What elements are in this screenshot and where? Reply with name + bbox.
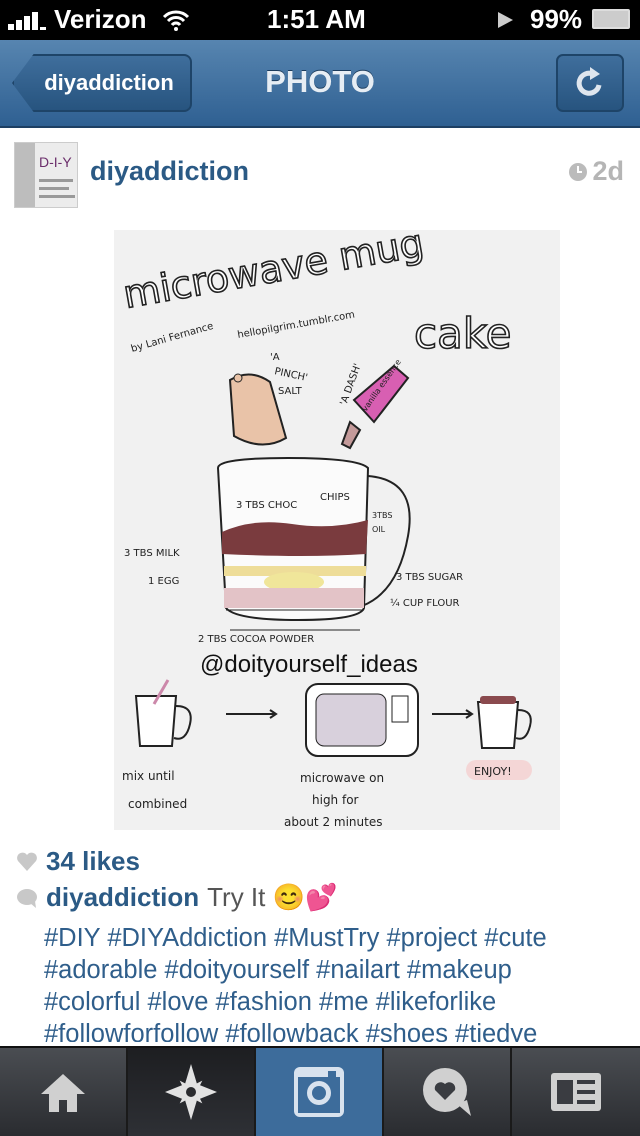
arrow-icon: [226, 709, 278, 719]
svg-text:microwave mug: microwave mug: [120, 230, 427, 317]
microwave: [305, 683, 419, 757]
hashtag-line[interactable]: #DIY #DIYAddiction #MustTry #project #cu…: [44, 924, 547, 952]
watermark: @doityourself_ideas: [200, 651, 418, 678]
big-mug: [216, 456, 411, 631]
avatar[interactable]: D-I-Y: [14, 142, 78, 208]
signal-icon: [8, 12, 46, 30]
svg-text:high for: high for: [312, 793, 359, 807]
svg-text:ENJOY!: ENJOY!: [474, 765, 512, 778]
tab-camera[interactable]: [256, 1048, 384, 1136]
salt-label: 'A PINCH' SALT: [270, 352, 309, 397]
status-bar: Verizon 1:51 AM 99%: [0, 0, 640, 40]
avatar-image: D-I-Y: [15, 143, 77, 207]
svg-text:3 TBS CHOC: 3 TBS CHOC: [236, 500, 297, 511]
profile-card-icon: [551, 1073, 601, 1111]
camera-icon: [294, 1067, 344, 1117]
hashtag-line[interactable]: #adorable #doityourself #nailart #makeup: [44, 956, 512, 984]
svg-text:2 TBS COCOA POWDER: 2 TBS COCOA POWDER: [198, 634, 314, 645]
heart-icon: [17, 852, 37, 871]
wifi-icon: [162, 10, 190, 31]
explore-star-icon: [165, 1064, 217, 1120]
tab-home[interactable]: [0, 1048, 128, 1136]
caption-text: Try It 😊💕: [207, 882, 338, 912]
ingredient-labels: 3 TBS CHOC CHIPS 3TBS OIL 3 TBS MILK 1 E…: [124, 492, 463, 645]
caption-row: diyaddiction Try It 😊💕: [16, 882, 337, 913]
post-age: 2d: [568, 156, 624, 187]
location-icon: [498, 12, 513, 28]
battery-percent: 99%: [530, 4, 583, 34]
tab-news[interactable]: [384, 1048, 512, 1136]
svg-text:by Lani Fernance: by Lani Fernance: [130, 321, 215, 355]
refresh-icon: [576, 67, 602, 96]
hashtags: #DIY #DIYAddiction #MustTry #project #cu…: [44, 922, 634, 1042]
svg-text:3 TBS MILK: 3 TBS MILK: [124, 548, 180, 559]
post-username[interactable]: diyaddiction: [90, 156, 250, 186]
tab-profile[interactable]: [512, 1048, 640, 1136]
tab-explore[interactable]: [128, 1048, 256, 1136]
svg-text:3TBS: 3TBS: [372, 511, 392, 520]
svg-text:3 TBS SUGAR: 3 TBS SUGAR: [396, 572, 463, 583]
arrow-icon: [432, 709, 474, 719]
svg-text:1 EGG: 1 EGG: [148, 576, 179, 587]
svg-text:about 2 minutes: about 2 minutes: [284, 815, 382, 829]
svg-text:cake: cake: [414, 309, 512, 358]
step-cake-mug: [476, 696, 532, 749]
page-title: PHOTO: [265, 64, 375, 99]
caption-username[interactable]: diyaddiction: [46, 882, 200, 912]
svg-text:¼ CUP FLOUR: ¼ CUP FLOUR: [390, 597, 460, 609]
svg-text:CHIPS: CHIPS: [320, 492, 350, 503]
salt-shaker: [228, 373, 288, 446]
back-button[interactable]: diyaddiction: [12, 54, 192, 112]
svg-text:mix until: mix until: [122, 769, 175, 783]
svg-text:microwave on: microwave on: [300, 771, 384, 785]
svg-text:combined: combined: [128, 797, 187, 811]
refresh-button[interactable]: [556, 54, 624, 112]
likes-count[interactable]: 34 likes: [46, 846, 140, 876]
clock-icon: [569, 162, 588, 181]
likes-row[interactable]: 34 likes: [16, 846, 140, 877]
svg-text:PINCH': PINCH': [273, 366, 308, 384]
hashtag-line[interactable]: #followforfollow #followback #shoes #tie…: [44, 1020, 538, 1042]
illustration-title: microwave mug cake by Lani Fernance hell…: [119, 220, 512, 359]
carrier: Verizon: [54, 4, 147, 34]
step-labels: mix until combined microwave on high for…: [122, 760, 532, 829]
svg-text:hellopilgrim.tumblr.com: hellopilgrim.tumblr.com: [237, 309, 356, 341]
svg-text:'A: 'A: [270, 352, 280, 363]
nav-bar: diyaddiction PHOTO: [0, 40, 640, 128]
svg-text:OIL: OIL: [372, 525, 386, 534]
tab-bar: [0, 1046, 640, 1136]
svg-text:D-I-Y: D-I-Y: [39, 154, 72, 170]
heart-bubble-icon: [423, 1068, 471, 1116]
battery-icon: [592, 9, 630, 29]
recipe-illustration: microwave mug cake by Lani Fernance hell…: [119, 220, 532, 829]
home-icon: [41, 1074, 85, 1112]
post-photo[interactable]: microwave mug cake by Lani Fernance hell…: [114, 220, 560, 830]
post-age-text: 2d: [592, 156, 624, 186]
step-mug: [134, 679, 192, 747]
comment-bubble-icon: [17, 888, 37, 908]
clock: 1:51 AM: [267, 4, 366, 34]
hashtag-line[interactable]: #colorful #love #fashion #me #likeforlik…: [44, 988, 497, 1016]
svg-text:SALT: SALT: [278, 386, 303, 397]
